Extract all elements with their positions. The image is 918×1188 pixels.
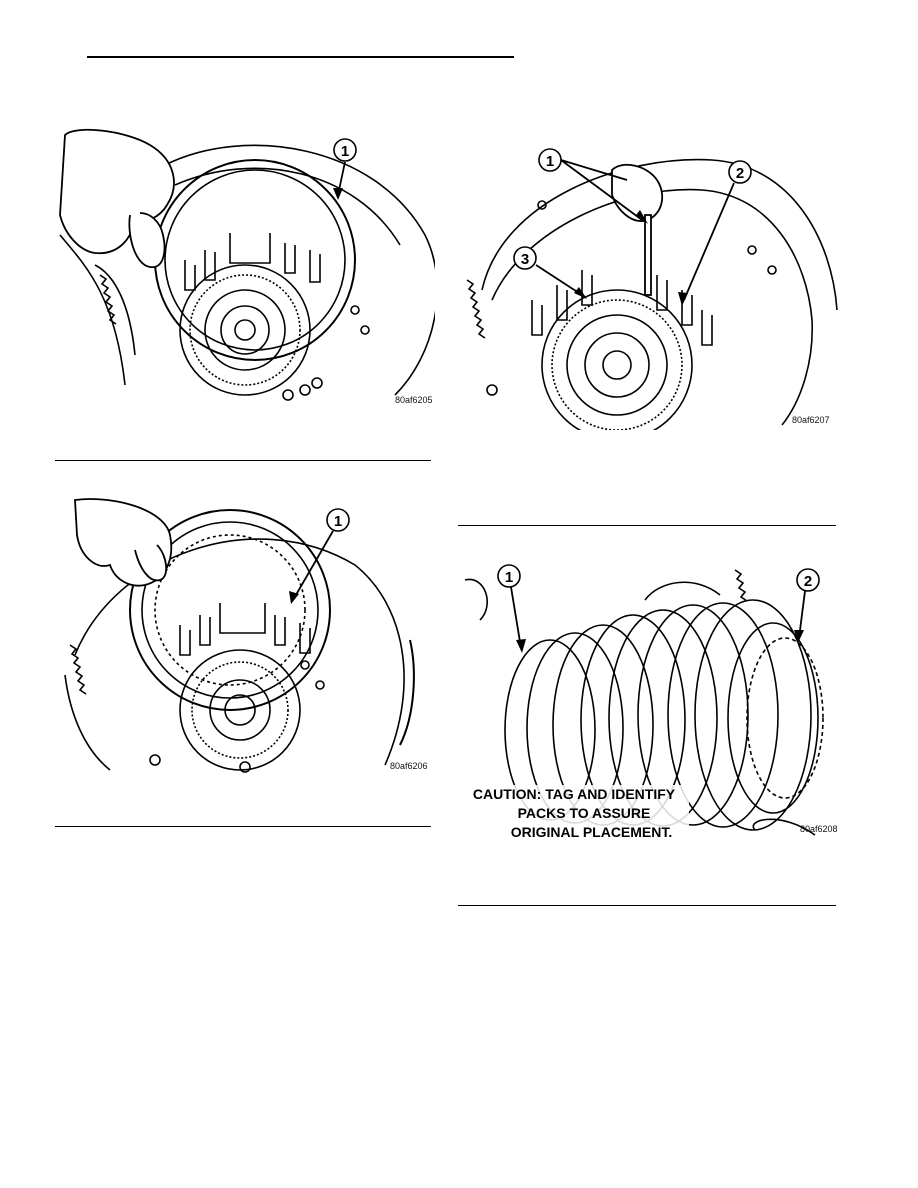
svg-text:1: 1	[334, 513, 342, 530]
caution-line: ORIGINAL PLACEMENT.	[510, 824, 673, 840]
svg-text:1: 1	[341, 143, 349, 160]
snap-ring-removal-illustration: 1 2 3	[466, 148, 838, 430]
figure-80af6205: 1 80af6205	[55, 125, 435, 405]
figure-id: 80af6207	[792, 415, 830, 425]
section-rule	[458, 525, 836, 526]
clutch-ring-removal-illustration: 1	[59, 128, 435, 401]
caution-line: CAUTION: TAG AND IDENTIFY	[472, 786, 676, 802]
caution-line: PACKS TO ASSURE	[517, 805, 651, 821]
callout-1: 1	[497, 564, 526, 653]
section-rule	[458, 905, 836, 906]
svg-text:3: 3	[521, 251, 529, 268]
svg-text:2: 2	[804, 573, 812, 590]
svg-text:2: 2	[736, 165, 744, 182]
svg-text:1: 1	[546, 153, 554, 170]
section-rule	[55, 460, 431, 461]
friction-disc-removal-illustration: 1	[64, 498, 415, 773]
figure-80af6208: 1 2 CAUTION: TAG AND IDENTIFY PACKS TO A…	[455, 560, 840, 845]
svg-text:1: 1	[505, 569, 513, 586]
callout-2: 2	[794, 568, 820, 643]
callout-1: 1	[538, 148, 648, 224]
caution-note: CAUTION: TAG AND IDENTIFY PACKS TO ASSUR…	[459, 785, 689, 842]
figure-id: 80af6208	[800, 824, 838, 834]
callout-2: 2	[678, 160, 752, 306]
callout-1: 1	[333, 138, 357, 200]
callout-1: 1	[289, 508, 350, 604]
figure-80af6207: 1 2 3 80af6207	[462, 140, 842, 430]
header-rule	[87, 56, 514, 58]
figure-80af6206: 1 80af6206	[55, 495, 435, 780]
section-rule	[55, 826, 431, 827]
figure-id: 80af6206	[390, 761, 428, 771]
figure-id: 80af6205	[395, 395, 433, 405]
callout-3: 3	[513, 246, 587, 299]
